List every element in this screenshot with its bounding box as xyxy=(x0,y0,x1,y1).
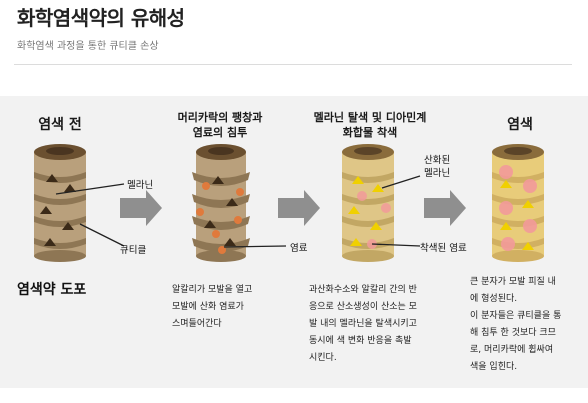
oxidized-melanin xyxy=(522,242,534,250)
melanin-granule xyxy=(204,220,216,228)
hair-strand-swelling xyxy=(192,144,250,262)
dye-complex xyxy=(523,179,537,193)
oxidized-melanin xyxy=(500,222,512,230)
label-oxidized-melanin: 산화된 멜라닌 xyxy=(424,155,451,179)
arrow-right-icon xyxy=(120,190,162,226)
stage-before-title: 염색 전 xyxy=(38,117,82,133)
dye-complex xyxy=(499,165,513,179)
stage-swelling-title: 머리카락의 팽창과 염료의 침투 xyxy=(177,111,263,139)
section-heading: 염색약 도포 xyxy=(17,282,87,298)
hair-diagram xyxy=(34,144,544,262)
header-divider xyxy=(14,64,572,65)
dye-molecule xyxy=(218,246,226,254)
hair-strand-bleaching xyxy=(342,144,394,262)
melanin-granule xyxy=(226,198,238,206)
oxidized-melanin xyxy=(352,176,364,184)
stage-swelling-description: 알칼리가 모발을 열고 모발에 산화 염료가 스며들어간다 xyxy=(172,285,253,329)
dye-molecule xyxy=(202,182,210,190)
dye-molecule xyxy=(212,230,220,238)
stage-bleaching-title: 멜라닌 탈색 및 디아민계 화합물 착색 xyxy=(313,111,427,139)
melanin-granule xyxy=(62,222,74,230)
label-cuticle: 큐티클 xyxy=(120,245,147,256)
melanin-granule xyxy=(40,206,52,214)
arrow-right-icon xyxy=(278,190,320,226)
dye-complex xyxy=(499,201,513,215)
page-subtitle: 화학염색 과정을 통한 큐티클 손상 xyxy=(17,41,159,52)
colored-dye xyxy=(357,191,367,201)
label-melanin: 멜라닌 xyxy=(127,180,154,191)
dye-complex xyxy=(523,219,537,233)
dye-molecule xyxy=(196,208,204,216)
oxidized-melanin xyxy=(522,200,534,208)
stage-bleaching-description: 과산화수소와 알칼리 간의 반 응으로 산소생성이 산소는 모 발 내의 멜라닌… xyxy=(309,285,417,363)
diagram-panel xyxy=(0,96,588,388)
hair-strand-dyed xyxy=(492,144,544,262)
label-dye: 염료 xyxy=(290,243,308,254)
melanin-granule xyxy=(44,238,56,246)
melanin-granule xyxy=(224,238,236,246)
dye-complex xyxy=(501,237,515,251)
oxidized-melanin xyxy=(350,238,362,246)
dye-molecule xyxy=(234,216,242,224)
stage-dyed-description: 큰 분자가 모발 피질 내 에 형성된다. 이 분자들은 큐티클을 통 해 침투… xyxy=(470,277,562,372)
arrow-right-icon xyxy=(424,190,466,226)
melanin-granule xyxy=(212,176,224,184)
oxidized-melanin xyxy=(372,184,384,192)
melanin-granule xyxy=(46,174,58,182)
dye-molecule xyxy=(236,188,244,196)
melanin-granule xyxy=(64,184,76,192)
label-colored-dye: 착색된 염료 xyxy=(420,243,467,254)
oxidized-melanin xyxy=(500,180,512,188)
page-title: 화학염색약의 유해성 xyxy=(17,6,185,30)
stage-dyed-title: 염색 xyxy=(507,117,533,133)
hair-strand-before xyxy=(34,144,86,262)
oxidized-melanin xyxy=(370,222,382,230)
oxidized-melanin xyxy=(348,206,360,214)
colored-dye xyxy=(381,203,391,213)
